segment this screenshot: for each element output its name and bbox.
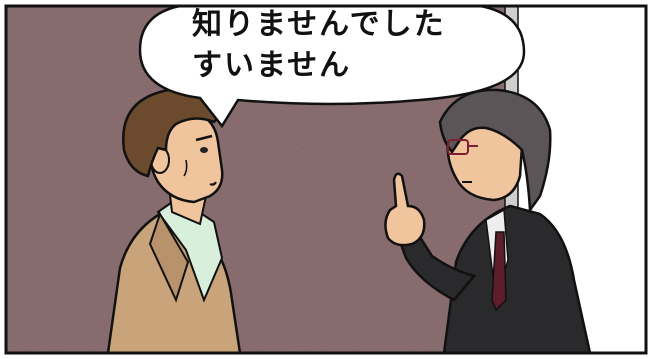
speech-bubble <box>138 4 526 129</box>
panel-border <box>4 4 648 355</box>
person-in-black-suit <box>384 88 592 353</box>
speech-line-2: すいません <box>192 48 352 83</box>
man-in-beige-jacket <box>106 87 242 353</box>
speech-bubble-text: 知りませんでした すいません <box>192 4 492 86</box>
speech-line-1: 知りませんでした <box>192 7 446 42</box>
